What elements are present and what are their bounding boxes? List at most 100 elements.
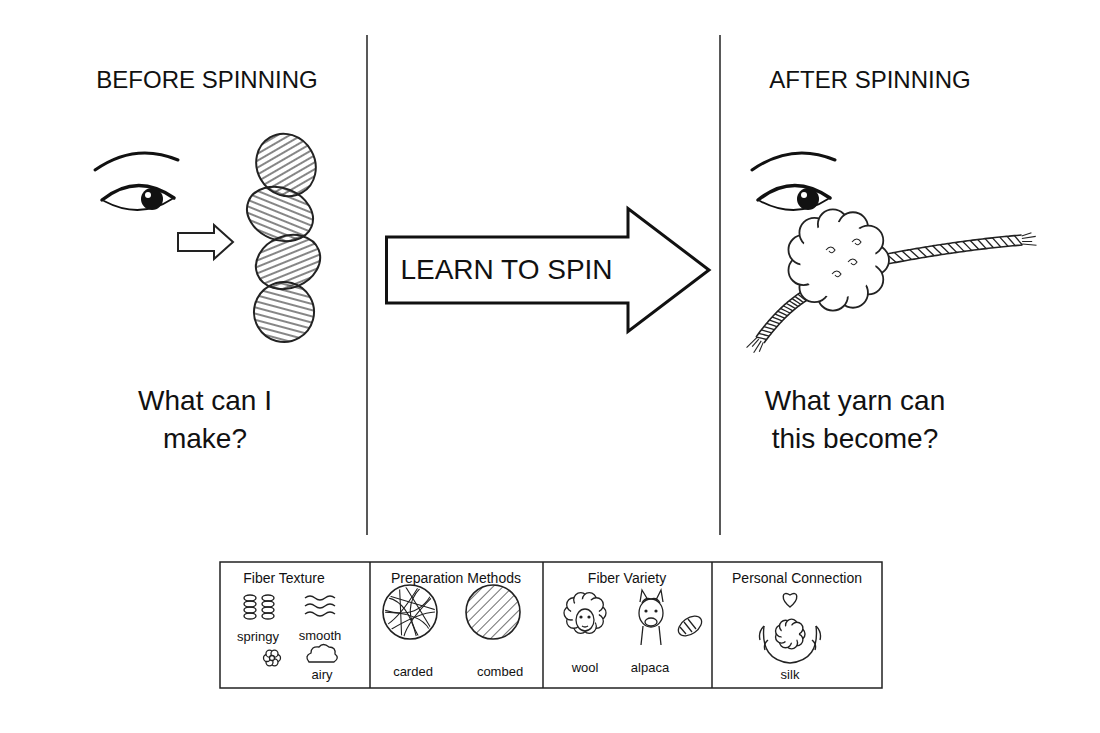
sheep-icon <box>582 626 588 627</box>
airy-cloud-icon <box>307 645 337 663</box>
alpaca-icon <box>639 590 663 645</box>
carded-fiber-icon <box>405 586 430 627</box>
look-arrow <box>178 225 233 259</box>
sheep-icon <box>564 593 606 634</box>
hands-icon <box>781 625 799 643</box>
eye-icon <box>752 153 835 170</box>
spun-yarn <box>963 241 972 250</box>
spun-yarn <box>778 311 788 315</box>
flower-icon <box>264 650 281 666</box>
spun-yarn <box>940 245 949 254</box>
alpaca-icon <box>654 609 657 612</box>
legend-section: Fiber Texturespringysmoothairy <box>220 562 370 688</box>
eye-icon <box>752 153 835 210</box>
legend-frame <box>542 562 544 688</box>
panel-divider <box>367 35 720 535</box>
question-text: What yarn can this become? <box>745 382 965 458</box>
spun-yarn <box>767 323 777 326</box>
spring-icon <box>244 595 256 601</box>
spring-icon <box>262 595 274 601</box>
sheep-icon <box>579 615 582 618</box>
yarn-skein <box>245 123 327 207</box>
wave-icon <box>305 596 335 616</box>
fiber-cloud <box>832 271 841 277</box>
arrow-shape: LEARN TO SPIN <box>385 207 711 333</box>
airy-cloud-icon <box>307 645 337 663</box>
eye-icon <box>797 188 819 210</box>
spun-yarn <box>894 253 904 261</box>
carded-fiber-icon <box>388 598 416 637</box>
carded-fiber-icon <box>383 585 437 639</box>
wave-icon <box>305 596 335 600</box>
look-arrow <box>178 225 233 259</box>
spun-yarn <box>747 338 757 348</box>
spun-yarn <box>1022 241 1032 242</box>
spun-yarn <box>871 235 1022 257</box>
icon-label: alpaca <box>631 660 669 676</box>
eye-icon <box>95 153 178 210</box>
spun-yarn <box>1022 233 1032 236</box>
spun-yarn <box>948 244 957 253</box>
spun-yarn <box>970 240 979 249</box>
spun-yarn <box>910 250 919 259</box>
hands-icon <box>764 626 817 663</box>
alpaca-icon <box>639 599 663 627</box>
heart-icon <box>783 594 797 607</box>
legend-frame <box>711 562 713 688</box>
spun-yarn <box>978 240 987 249</box>
icon-label: silk <box>781 667 800 683</box>
spun-yarn <box>761 330 771 333</box>
spun-yarn <box>752 339 759 347</box>
question-text: What can I make? <box>115 382 295 458</box>
eye-icon <box>102 185 174 200</box>
alpaca-icon <box>645 618 657 626</box>
spring-icon <box>262 613 274 619</box>
combed-fiber-icon <box>466 585 520 639</box>
panel-heading: AFTER SPINNING <box>710 64 1030 96</box>
spun-yarn <box>1000 237 1008 246</box>
sheep-icon <box>576 609 594 631</box>
carded-fiber-icon <box>383 585 437 639</box>
spun-yarn <box>769 320 779 324</box>
arrow-label: LEARN TO SPIN <box>385 253 628 287</box>
spun-yarn <box>759 333 770 336</box>
spun-yarn <box>985 239 993 248</box>
wave-icon <box>305 612 335 616</box>
fiber-cloud <box>852 239 861 245</box>
spun-yarn <box>756 337 767 339</box>
legend-frame <box>369 562 371 688</box>
legend-section: Preparation Methodscardedcombed <box>370 562 543 688</box>
spun-yarn <box>1022 236 1036 238</box>
icon-label: springy <box>237 629 279 645</box>
spun-yarn <box>917 248 926 257</box>
spun-yarn <box>775 314 785 318</box>
section-heading: Personal Connection <box>732 570 862 587</box>
spun-yarn <box>754 341 762 353</box>
spring-icon <box>262 601 274 607</box>
section-heading: Fiber Variety <box>588 570 666 587</box>
spun-yarn <box>1014 236 1022 245</box>
icon-label: carded <box>393 664 433 680</box>
hands-icon <box>760 626 821 650</box>
spring-icon <box>244 595 274 619</box>
alpaca-icon <box>641 626 661 645</box>
cocoon-icon <box>680 619 696 634</box>
spring-icon <box>244 613 256 619</box>
hands-icon <box>760 619 821 663</box>
carded-fiber-icon <box>410 588 420 636</box>
spun-yarn <box>925 247 934 256</box>
spring-icon <box>244 601 256 607</box>
spun-yarn <box>747 233 1037 353</box>
panel-divider <box>366 35 368 535</box>
icon-label: combed <box>477 664 523 680</box>
legend-section: Personal Connection silk <box>712 562 882 688</box>
legend-section: Fiber Varietywoolalpaca <box>543 562 712 688</box>
section-heading: Fiber Texture <box>243 570 324 587</box>
flower-icon <box>270 656 275 661</box>
spun-yarn <box>764 327 774 330</box>
alpaca-icon <box>642 599 660 604</box>
alpaca-icon <box>644 609 647 612</box>
spun-yarn <box>955 242 964 251</box>
eye-icon <box>141 188 163 210</box>
spun-yarn <box>1022 244 1036 245</box>
